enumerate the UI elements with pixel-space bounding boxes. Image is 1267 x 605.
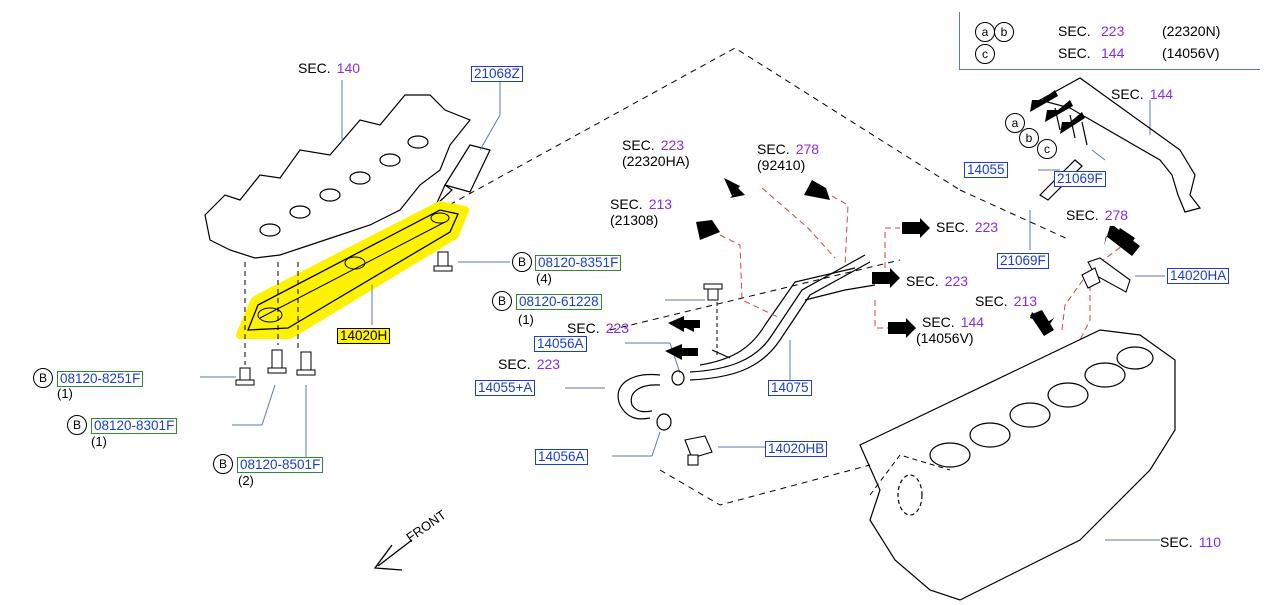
fuel-tube-assembly-14075 (689, 254, 876, 381)
callout-b-mark: b (994, 22, 1014, 42)
part-08120-61228-link[interactable]: 08120-61228 (516, 294, 602, 310)
callout-a-mark: a (1005, 113, 1025, 133)
section-278-label[interactable]: SEC.278 (1066, 207, 1129, 223)
callout-a-mark: a (975, 22, 995, 42)
bolt-mark-b: B (492, 291, 512, 311)
section-223-label[interactable]: SEC.223 (906, 273, 969, 289)
part-08120-8301f-link[interactable]: 08120-8301F (91, 418, 178, 434)
bolt-mark-b: B (512, 252, 532, 272)
part-14020h-link[interactable]: 14020H (337, 328, 391, 344)
section-223-label[interactable]: SEC.223 (498, 356, 561, 372)
legend-sec-label: SEC. (1058, 45, 1091, 61)
part-14020hb-link[interactable]: 14020HB (765, 441, 828, 457)
section-144-label[interactable]: SEC.144 (1111, 86, 1174, 102)
callout-b-mark: b (1019, 128, 1039, 148)
legend-sec-number: 223 (1101, 23, 1125, 39)
part-21069f-link[interactable]: 21069F (1054, 171, 1106, 187)
dashed-boundary (439, 47, 1071, 506)
part-14055-link[interactable]: 14055 (964, 162, 1008, 178)
section-278-label[interactable]: SEC.278(92410) (757, 141, 820, 173)
part-14056a-link[interactable]: 14056A (534, 336, 587, 352)
fuel-hose-14055a (617, 370, 685, 431)
legend-sec-label: SEC. (1058, 23, 1091, 39)
direction-arrows (665, 178, 1135, 360)
section-110-label[interactable]: SEC.110 (1160, 534, 1222, 550)
part-21069f-link[interactable]: 21069F (997, 253, 1049, 269)
quantity-label: (2) (238, 473, 254, 488)
quantity-label: (1) (91, 434, 107, 449)
part-14075-link[interactable]: 14075 (768, 380, 812, 396)
part-08120-8351f-link[interactable]: 08120-8351F (535, 255, 622, 271)
bolt-mark-b: B (33, 368, 53, 388)
sealant-tube-icon (435, 144, 491, 206)
bolt-icon (235, 251, 723, 386)
bolt-mark-b: B (67, 415, 87, 435)
legend-part-number: (14056V) (1162, 45, 1220, 61)
part-21068z-link[interactable]: 21068Z (471, 66, 523, 82)
fuel-gallery-14020h (236, 201, 469, 339)
cylinder-head-outline (204, 94, 471, 259)
connector-14020ha-icon (1081, 257, 1131, 293)
legend-part-number: (22320N) (1162, 23, 1221, 39)
legend-box: a b SEC. 223 (22320N) c SEC. 144 (14056V… (959, 12, 1260, 70)
section-223-label[interactable]: SEC.223 (567, 320, 630, 336)
front-arrow-icon (373, 539, 413, 571)
section-223-label[interactable]: SEC.223(22320HA) (622, 137, 690, 169)
callout-c-mark: c (975, 44, 995, 64)
quantity-label: (4) (536, 271, 552, 286)
part-14020ha-link[interactable]: 14020HA (1167, 268, 1230, 284)
part-08120-8501f-link[interactable]: 08120-8501F (237, 457, 324, 473)
section-140-label[interactable]: SEC.140 (298, 60, 361, 76)
part-14055a-link[interactable]: 14055+A (475, 380, 536, 396)
section-223-label[interactable]: SEC.223 (936, 219, 999, 235)
part-14056a-link[interactable]: 14056A (535, 449, 588, 465)
section-144-label[interactable]: SEC.144(14056V) (916, 314, 985, 346)
section-213-label[interactable]: SEC.213(21308) (610, 196, 673, 228)
bolt-mark-b: B (213, 454, 233, 474)
section-213-label[interactable]: SEC.213 (975, 293, 1038, 309)
quantity-label: (1) (57, 386, 73, 401)
part-08120-8251f-link[interactable]: 08120-8251F (57, 371, 144, 387)
quantity-label: (1) (518, 312, 534, 327)
hose-routing-lines (719, 187, 1131, 341)
connector-14020hb-icon (684, 435, 713, 466)
legend-sec-number: 144 (1101, 45, 1125, 61)
callout-c-mark: c (1037, 139, 1057, 159)
engine-block-outline (859, 329, 1176, 601)
